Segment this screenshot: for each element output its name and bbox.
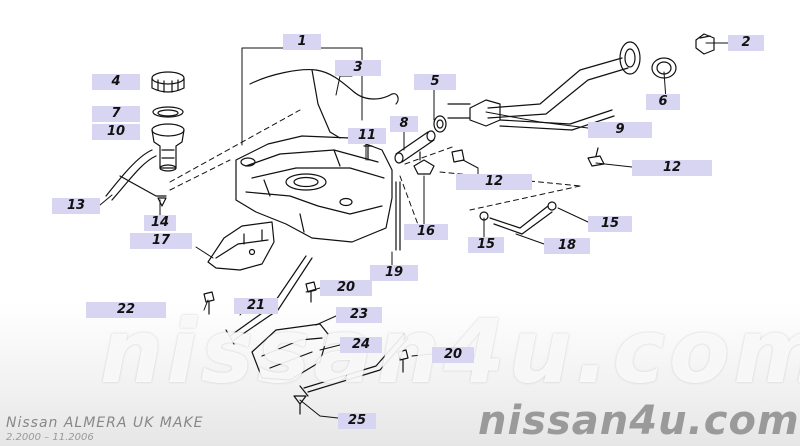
fuel-pump-part <box>151 123 185 172</box>
clip-part-12 <box>451 149 465 163</box>
callout-20-bottom[interactable]: 20 <box>432 347 474 363</box>
filler-pipe-part <box>447 41 641 131</box>
callout-19[interactable]: 19 <box>370 265 418 281</box>
callout-6[interactable]: 6 <box>646 94 680 110</box>
caption-title: Nissan ALMERA UK MAKE <box>6 415 204 431</box>
bolt-part-25 <box>293 395 307 415</box>
callout-12-right[interactable]: 12 <box>632 160 712 176</box>
hose-part <box>394 130 436 164</box>
callout-24[interactable]: 24 <box>340 337 382 353</box>
callout-13[interactable]: 13 <box>52 198 100 214</box>
bracket-part <box>207 221 275 271</box>
callout-10[interactable]: 10 <box>92 124 140 140</box>
watermark-corner: nissan4u.com <box>478 398 800 444</box>
bolt-part-11 <box>363 145 373 161</box>
clamp-part-15a <box>479 211 489 221</box>
bolt-part-20b <box>397 349 409 373</box>
bolt-part-12 <box>587 147 605 167</box>
callout-25[interactable]: 25 <box>338 413 376 429</box>
gasket-part <box>651 57 677 79</box>
callout-9[interactable]: 9 <box>588 122 652 138</box>
callout-2[interactable]: 2 <box>728 35 764 51</box>
callout-20-top[interactable]: 20 <box>320 280 372 296</box>
callout-23[interactable]: 23 <box>336 307 382 323</box>
cap-part <box>695 33 715 55</box>
callout-21[interactable]: 21 <box>234 298 278 314</box>
clamp-part-15b <box>547 201 557 211</box>
gauge-sender-part <box>105 149 167 201</box>
seal-ring-part <box>152 106 184 118</box>
callout-14[interactable]: 14 <box>144 215 176 231</box>
clip-part-16 <box>413 151 435 175</box>
breather-tube <box>249 69 399 105</box>
bolt-part-20a <box>305 281 317 303</box>
heat-shield-part <box>251 323 329 381</box>
tube-part-19 <box>395 181 401 251</box>
callout-17[interactable]: 17 <box>130 233 192 249</box>
callout-22[interactable]: 22 <box>86 302 166 318</box>
clamp-part <box>433 115 447 133</box>
callout-16[interactable]: 16 <box>404 224 448 240</box>
callout-18[interactable]: 18 <box>544 238 590 254</box>
sensor-part <box>157 197 167 207</box>
fuel-tank <box>235 135 393 243</box>
callout-12-center[interactable]: 12 <box>456 174 532 190</box>
tube-branch <box>311 69 341 139</box>
callout-11[interactable]: 11 <box>348 128 386 144</box>
caption-date-range: 2.2000 – 11.2006 <box>6 432 94 443</box>
callout-15-left[interactable]: 15 <box>468 237 504 253</box>
bolt-part-22 <box>203 291 215 315</box>
strap-part-24 <box>299 333 409 397</box>
callout-4[interactable]: 4 <box>92 74 140 90</box>
callout-8[interactable]: 8 <box>390 116 418 132</box>
filler-cap-part <box>151 71 185 93</box>
callout-3[interactable]: 3 <box>335 60 381 76</box>
callout-15-right[interactable]: 15 <box>588 216 632 232</box>
vent-pipe-part <box>489 205 553 235</box>
callout-7[interactable]: 7 <box>92 106 140 122</box>
callout-5[interactable]: 5 <box>414 74 456 90</box>
callout-1[interactable]: 1 <box>283 34 321 50</box>
